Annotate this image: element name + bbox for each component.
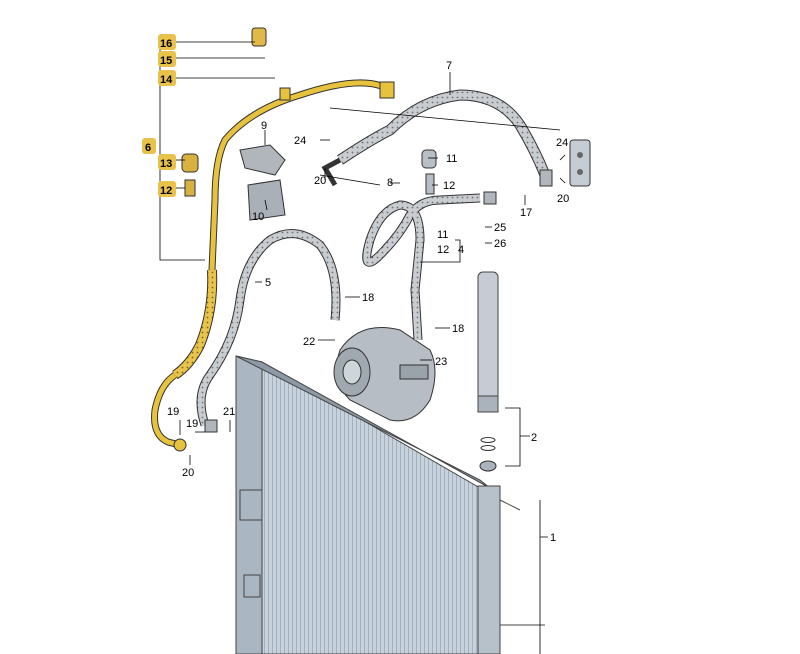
callout-24-right: 24 [556,137,568,149]
small-parts [181,27,591,221]
callout-9: 9 [261,120,267,132]
callout-19-mid: 19 [186,418,198,430]
callout-12-top: 12 [443,180,455,192]
callout-12-highlight: 12 [160,185,172,197]
callout-26: 26 [494,238,506,250]
callout-16: 16 [160,38,172,50]
callout-20-right: 20 [557,193,569,205]
callout-7: 7 [446,60,452,72]
highlighted-hose [151,79,395,452]
callout-15: 15 [160,55,172,67]
callout-8: 8 [387,177,393,189]
callout-20-bottom: 20 [182,467,194,479]
callout-1: 1 [550,532,556,544]
callout-11-bottom: 11 [437,229,448,241]
callout-21: 21 [223,406,235,418]
callout-25: 25 [494,222,506,234]
condenser [235,355,545,654]
callout-labels: 16 15 14 6 13 12 7 9 24 20 8 11 12 24 20… [145,38,569,544]
callout-14: 14 [160,74,173,86]
callout-11-top: 11 [446,153,457,165]
callout-12-bottom: 12 [437,244,449,256]
callout-17: 17 [520,207,532,219]
callout-23: 23 [435,356,447,368]
callout-22: 22 [303,336,315,348]
highlight-badges [142,34,176,197]
callout-24-left: 24 [294,135,306,147]
ac-compressor [333,327,436,422]
callout-2: 2 [531,432,537,444]
callout-10: 10 [252,211,264,223]
hose-5 [196,229,341,433]
callout-18-left: 18 [362,292,374,304]
hose-7 [321,89,553,187]
callout-19-left: 19 [167,406,179,418]
callout-13: 13 [160,158,172,170]
receiver-drier [477,271,499,472]
hose-4 [362,191,497,341]
callout-20-left: 20 [314,175,326,187]
callout-18-right: 18 [452,323,464,335]
callout-4: 4 [458,244,464,256]
callout-6: 6 [145,142,151,154]
callout-5: 5 [265,277,271,289]
